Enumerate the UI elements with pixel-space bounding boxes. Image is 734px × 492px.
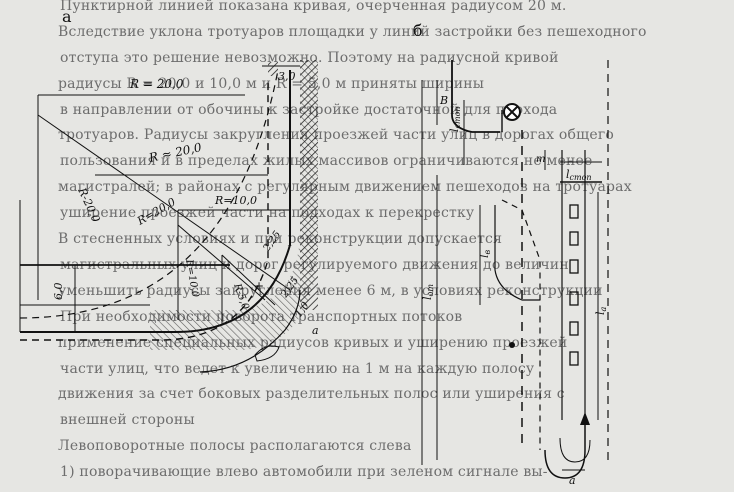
label-r20-vert: R-20,0 xyxy=(75,185,103,224)
background-text-line: радиусы R = 20,0 и 10,0 м и R = 5,0 м пр… xyxy=(58,76,485,92)
label-B: B xyxy=(439,94,448,107)
vehicle xyxy=(569,291,579,306)
traffic-signal-cross xyxy=(505,105,519,119)
panel-b: б xyxy=(413,21,609,487)
label-r20-diag: R=20,0 xyxy=(134,195,178,228)
curve-inner-dashed xyxy=(20,80,269,341)
background-text-line: магистралей; в районах с регулярным движ… xyxy=(58,179,632,195)
background-text-line: В стесненных условиях и при реконструкци… xyxy=(58,231,503,247)
label-lb-sub: в xyxy=(483,249,492,254)
label-lb-main: l xyxy=(478,254,491,258)
u-turn-inner xyxy=(559,437,591,463)
label-la-main: l xyxy=(594,311,607,315)
panel-a: а xyxy=(19,7,319,373)
vehicle xyxy=(569,321,579,336)
background-text-line: внешней стороны xyxy=(60,412,195,428)
r20-diag-line xyxy=(37,114,291,291)
label-plus: + xyxy=(254,279,264,293)
label-lot-sub: от xyxy=(426,284,435,297)
background-text-line: 1) поворачивающие влево автомобили при з… xyxy=(60,464,548,480)
sidewalk-hatch xyxy=(150,60,318,350)
taper-solid xyxy=(494,205,540,301)
label-lstop-1-sub: стоп xyxy=(453,106,462,128)
label-r10-top: R=10,0 xyxy=(214,194,257,207)
background-text-line: тротуаров. Радиусы закругления проезжей … xyxy=(58,127,615,143)
top-hatch-block xyxy=(268,62,278,76)
label-dim-6: 6,0 xyxy=(52,283,65,301)
label-a: a xyxy=(312,324,319,337)
vehicle xyxy=(569,259,579,274)
label-lstop-2-main: l xyxy=(566,168,570,181)
curb-curve-main xyxy=(20,70,291,333)
label-lstop-2: lстоп xyxy=(566,168,592,182)
label-la-sub: а xyxy=(599,306,608,311)
label-lstop-2-sub: стоп xyxy=(570,173,592,182)
label-r20-top: R = 20,0 xyxy=(129,77,184,91)
background-text-line: отступа это решение невозможно. Поэтому … xyxy=(60,50,559,66)
vehicle xyxy=(569,351,579,366)
label-dim-3: 3,0 xyxy=(278,70,296,83)
background-text-line: движения за счет боковых разделительных … xyxy=(58,386,565,402)
car-path xyxy=(199,289,301,373)
label-r10-vert: R=10,0 xyxy=(183,258,201,299)
taper-dashed xyxy=(501,199,541,450)
label-m: m xyxy=(536,154,545,165)
label-dim-225: 2,25 xyxy=(261,229,283,254)
u-turn-path xyxy=(544,420,586,479)
background-text-line: части улиц, что ведет к увеличению на 1 … xyxy=(60,361,535,377)
label-lstop-1-main: l xyxy=(448,128,461,132)
label-r20-mid: R ≈ 20,0 xyxy=(147,140,204,165)
u-turn-arrowhead xyxy=(580,412,590,425)
background-text-line: пользования и в пределах жилых массивов … xyxy=(60,153,593,169)
signal-dot xyxy=(509,342,515,348)
label-lstop-1: lстоп xyxy=(448,106,462,132)
background-text-line: уширение проезжей части на подходах к пе… xyxy=(60,205,475,221)
background-text-line: уменьшить радиусы закругления менее 6 м,… xyxy=(58,283,603,299)
label-lot-main: l xyxy=(421,296,434,300)
curve-r20-dashed xyxy=(19,69,279,319)
label-lot: lот xyxy=(421,284,435,300)
vehicle xyxy=(569,231,579,246)
vehicle xyxy=(569,204,579,219)
turn-arrow xyxy=(254,345,280,362)
panel-b-label: б xyxy=(413,21,423,40)
panel-a-label: а xyxy=(62,7,72,26)
r10-diag-line xyxy=(177,224,266,301)
road-edge-top-left xyxy=(451,60,500,133)
background-text-line: Левоповоротные полосы располагаются слев… xyxy=(58,438,412,454)
label-la: lа xyxy=(594,306,608,315)
background-text-line: Вследствие уклона тротуаров площадки у л… xyxy=(58,24,647,40)
label-a-b: a xyxy=(569,474,576,487)
label-lb: lв xyxy=(478,249,492,258)
r5-diag-line xyxy=(221,254,276,306)
background-text-line: Пунктирной линией показана кривая, очерч… xyxy=(60,0,567,14)
